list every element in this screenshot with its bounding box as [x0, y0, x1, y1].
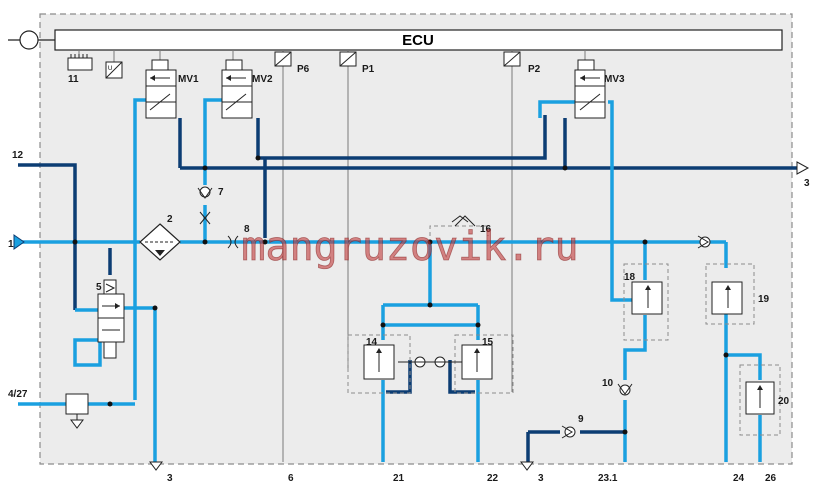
svg-text:24: 24: [733, 473, 745, 484]
svg-text:26: 26: [765, 473, 777, 484]
component-11: 11: [67, 54, 93, 85]
svg-text:10: 10: [602, 378, 614, 389]
svg-text:15: 15: [482, 337, 494, 348]
svg-text:3: 3: [167, 473, 173, 484]
filter-2: 2: [139, 214, 181, 261]
valve-14: 14: [347, 334, 411, 394]
exhaust-arrow-right: [796, 161, 810, 175]
watermark: mangruzovik.ru: [241, 224, 578, 270]
svg-text:9: 9: [578, 414, 584, 425]
svg-text:16: 16: [480, 224, 492, 235]
check-valve-10: 10: [602, 378, 633, 396]
inlet-arrow-1: [13, 234, 25, 250]
exhaust-arrow-bottom-mid: [520, 461, 534, 471]
svg-text:1: 1: [8, 239, 14, 250]
svg-text:P2: P2: [528, 64, 541, 75]
ecu-connector-icon: [19, 30, 39, 50]
svg-text:P1: P1: [362, 64, 375, 75]
drain-valve: [65, 393, 89, 429]
check-valve-right-main: [697, 235, 711, 249]
port-labels: 12 1 4/27 3 3 6 21 22 3 23.1 24 26: [8, 150, 810, 484]
solenoid-valve-mv1: MV1: [145, 59, 199, 119]
svg-text:3: 3: [804, 178, 810, 189]
svg-text:22: 22: [487, 473, 499, 484]
svg-text:2: 2: [167, 214, 173, 225]
check-valve-7: 7: [197, 186, 224, 225]
svg-text:18: 18: [624, 272, 636, 283]
pilot-valve-5: 5: [96, 279, 125, 359]
pressure-sensor-p6: P6: [274, 51, 310, 75]
junction-dots: [72, 155, 729, 435]
exhaust-arrow-bottom-left: [149, 461, 163, 471]
svg-text:P6: P6: [297, 64, 310, 75]
relief-valve-16: 16: [429, 215, 492, 236]
relay-valve-18: 18: [623, 263, 669, 341]
svg-text:MV2: MV2: [252, 74, 273, 85]
ecu-bar: [54, 29, 783, 51]
check-valve-9: 9: [561, 414, 584, 439]
valve-15: 15: [454, 334, 514, 394]
svg-text:5: 5: [96, 282, 102, 293]
svg-text:19: 19: [758, 294, 770, 305]
svg-text:6: 6: [288, 473, 294, 484]
svg-text:8: 8: [244, 224, 250, 235]
svg-text:21: 21: [393, 473, 405, 484]
solenoid-valve-mv2: MV2: [221, 59, 273, 119]
right-circuits: [526, 312, 762, 462]
ecu-unit: ECU: [8, 29, 783, 51]
svg-text:12: 12: [12, 150, 24, 161]
relay-valve-19: 19: [705, 263, 770, 325]
orifice-8: 8: [227, 224, 250, 249]
svg-text:MV1: MV1: [178, 74, 199, 85]
pressure-sensor-p1: P1: [339, 51, 375, 75]
svg-text:23.1: 23.1: [598, 473, 618, 484]
sensor-u-box: U: [105, 61, 123, 79]
svg-text:4/27: 4/27: [8, 389, 28, 400]
supply-line-dark: [18, 115, 798, 310]
svg-text:11: 11: [68, 74, 79, 85]
svg-text:3: 3: [538, 473, 544, 484]
solenoid-valve-mv3: MV3: [574, 59, 625, 119]
svg-text:MV3: MV3: [604, 74, 625, 85]
shuttle-check-valves: [398, 356, 462, 368]
pressure-sensor-p2: P2: [503, 51, 541, 75]
relay-valve-20: 20: [739, 364, 790, 436]
ecu-title: ECU: [402, 32, 434, 49]
svg-text:U: U: [108, 66, 112, 72]
svg-text:7: 7: [218, 187, 224, 198]
svg-text:14: 14: [366, 337, 378, 348]
svg-text:20: 20: [778, 396, 790, 407]
